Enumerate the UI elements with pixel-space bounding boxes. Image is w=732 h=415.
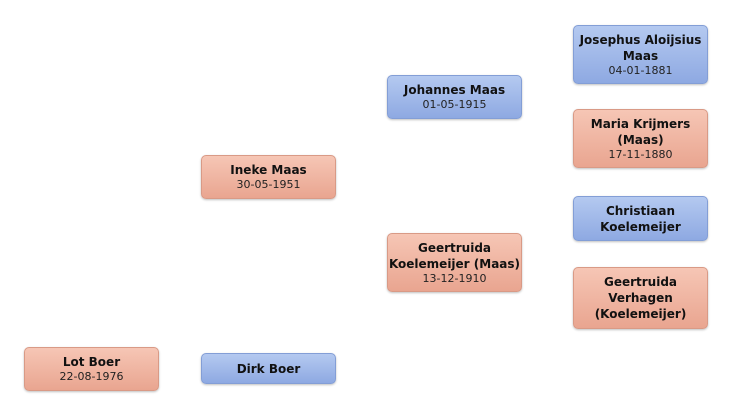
person-card-geertruida-verhagen[interactable]: Geertruida Verhagen (Koelemeijer) — [573, 267, 708, 329]
person-birth-date: 17-11-1880 — [608, 147, 673, 161]
person-card-josephus-aloijsius-maas[interactable]: Josephus Aloijsius Maas 04-01-1881 — [573, 25, 708, 84]
person-name-line3: (Koelemeijer) — [594, 307, 687, 321]
person-name-line2: (Maas) — [617, 132, 664, 147]
person-birth-date: 04-01-1881 — [608, 63, 673, 77]
person-card-johannes-maas[interactable]: Johannes Maas 01-05-1915 — [387, 75, 522, 119]
person-card-dirk-boer[interactable]: Dirk Boer — [201, 353, 336, 384]
person-name: Lot Boer — [62, 355, 121, 369]
person-card-christiaan-koelemeijer[interactable]: Christiaan Koelemeijer — [573, 196, 708, 241]
person-card-maria-krijmers[interactable]: Maria Krijmers (Maas) 17-11-1880 — [573, 109, 708, 168]
person-name-line2: Verhagen — [608, 291, 673, 305]
person-name-line1: Maria Krijmers — [590, 116, 691, 131]
person-card-ineke-maas[interactable]: Ineke Maas 30-05-1951 — [201, 155, 336, 199]
person-card-lot-boer[interactable]: Lot Boer 22-08-1976 — [24, 347, 159, 391]
person-name: Dirk Boer — [236, 361, 301, 376]
person-name-line2: Koelemeijer (Maas) — [388, 256, 521, 271]
person-name-line1: Christiaan — [605, 203, 676, 218]
person-birth-date: 13-12-1910 — [422, 271, 487, 285]
person-birth-date: 22-08-1976 — [59, 370, 124, 383]
person-birth-date: 30-05-1951 — [236, 178, 301, 191]
person-name: Ineke Maas — [230, 163, 307, 177]
person-name-line2: Koelemeijer — [600, 219, 681, 234]
person-birth-date: 01-05-1915 — [422, 98, 487, 111]
person-name-line1: Josephus Aloijsius — [579, 32, 702, 47]
person-name-line2: Maas — [622, 48, 659, 63]
person-name-line1: Geertruida — [603, 275, 678, 289]
person-name-line1: Geertruida — [417, 240, 492, 255]
person-card-geertruida-koelemeijer[interactable]: Geertruida Koelemeijer (Maas) 13-12-1910 — [387, 233, 522, 292]
person-name: Johannes Maas — [403, 83, 506, 97]
